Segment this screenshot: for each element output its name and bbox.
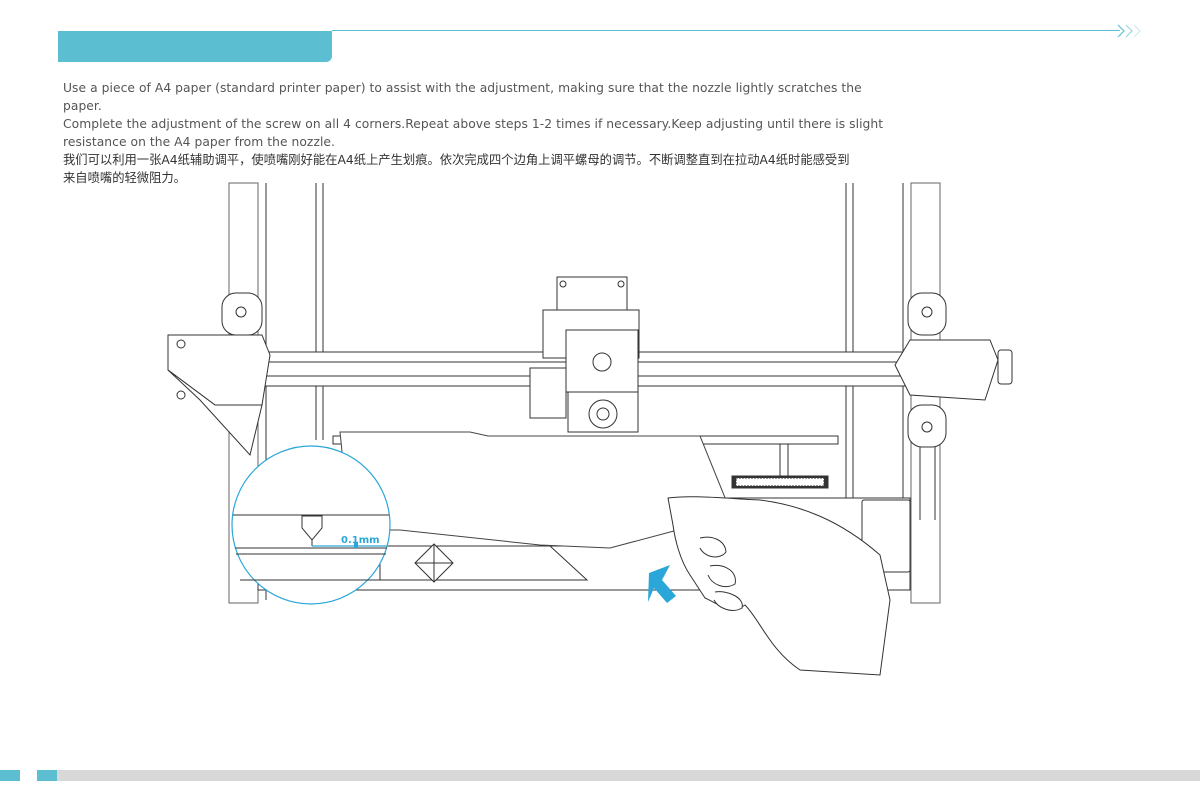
footer-bar — [57, 770, 1200, 781]
instruction-en-line-1: Use a piece of A4 paper (standard printe… — [63, 81, 862, 113]
gap-measurement-label: 0.1mm — [341, 535, 380, 546]
print-head — [529, 276, 640, 433]
right-gantry-end — [894, 292, 1013, 520]
section-header-tab — [58, 31, 332, 62]
footer-accent-square — [37, 770, 57, 781]
hand-illustration — [667, 496, 891, 676]
pull-direction-arrow — [648, 565, 676, 603]
instruction-zh-line-2: 来自喷嘴的轻微阻力。 — [63, 171, 186, 185]
instruction-text: Use a piece of A4 paper (standard printe… — [63, 79, 903, 187]
header-rule — [332, 30, 1120, 31]
left-gantry-end — [167, 292, 271, 457]
zoom-detail-circle — [231, 445, 391, 605]
chevron-right-icon — [1117, 24, 1141, 38]
instruction-en-line-2: Complete the adjustment of the screw on … — [63, 117, 884, 131]
instruction-en-line-3: resistance on the A4 paper from the nozz… — [63, 135, 335, 149]
instruction-zh-line-1: 我们可以利用一张A4纸辅助调平，使喷嘴刚好能在A4纸上产生划痕。依次完成四个边角… — [63, 153, 850, 167]
nozzle-detail-icon — [301, 515, 323, 546]
footer-accent-square — [0, 770, 20, 781]
